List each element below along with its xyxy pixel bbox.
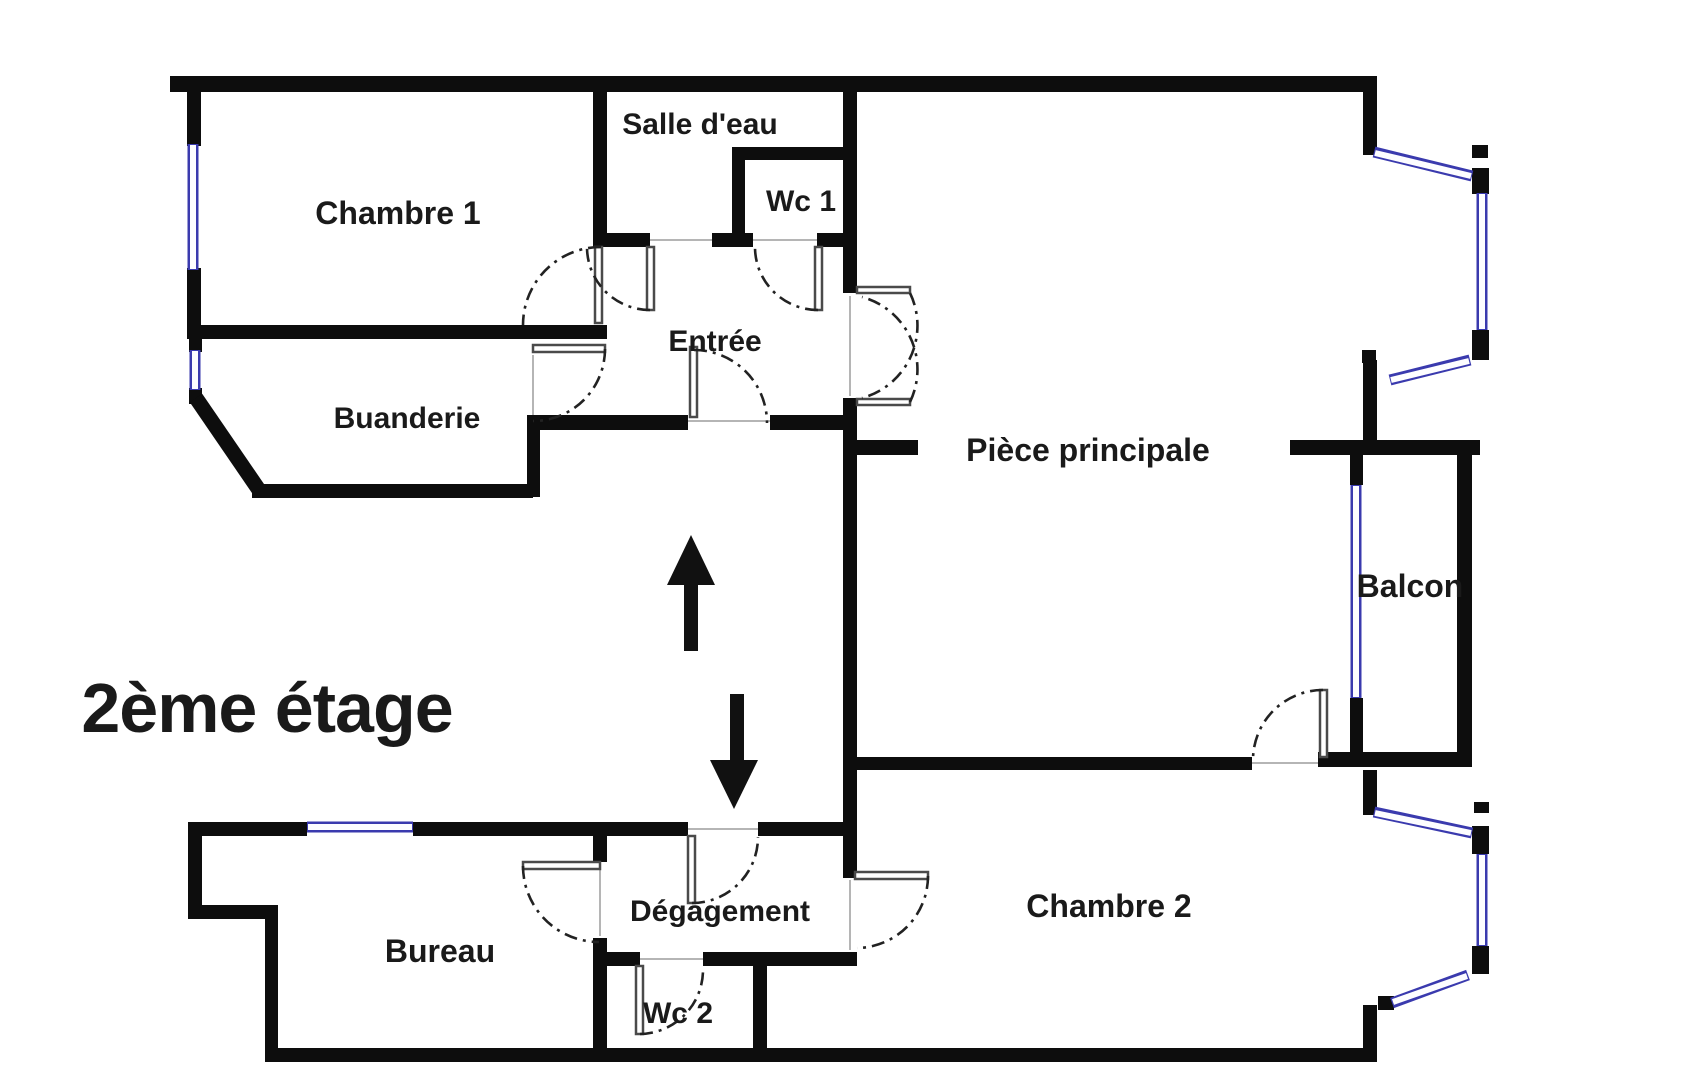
wall-entree-bottom-a xyxy=(528,415,688,430)
wall-left-mid xyxy=(187,268,201,338)
label-piece-principale: Pièce principale xyxy=(966,432,1210,468)
door-arc-piece-b xyxy=(861,295,919,403)
wall-bottom xyxy=(265,1048,1377,1062)
wall-piece-chambre2 xyxy=(843,757,1252,770)
wall-bureau-top-b xyxy=(413,822,688,836)
bay-post xyxy=(1472,946,1489,974)
stairs-down-arrow xyxy=(710,694,758,809)
window-core xyxy=(1390,358,1470,383)
wall-wc2-top-stub xyxy=(593,952,640,966)
wall-salledeau-bottom-a xyxy=(593,233,650,247)
door-leaf-wc1 xyxy=(813,245,824,312)
page-title: 2ème étage xyxy=(81,669,452,747)
windows-outer xyxy=(187,144,1488,1009)
wall-balcon-left-a xyxy=(1350,440,1363,485)
door-arc-entree xyxy=(693,348,769,424)
door-arc-wc1 xyxy=(753,246,819,312)
wall-wc1-left xyxy=(732,147,745,237)
label-chambre-2: Chambre 2 xyxy=(1026,888,1191,924)
label-wc-2: Wc 2 xyxy=(643,997,713,1030)
bay-post xyxy=(1472,330,1489,360)
label-chambre-1: Chambre 1 xyxy=(315,195,480,231)
wall-balcon-right xyxy=(1457,440,1472,767)
wall-bureau-left-lower xyxy=(265,905,278,1055)
door-leaf-chambre2 xyxy=(853,870,930,881)
wall-degagement-top xyxy=(758,822,857,836)
door-arc-chambre2 xyxy=(856,875,930,950)
door-leaf-salledeau xyxy=(645,245,656,312)
bay-post xyxy=(1472,826,1489,854)
door-leaf-piece-bottom xyxy=(855,397,912,407)
wall-wc2-right xyxy=(753,960,767,1060)
bay-post xyxy=(1474,802,1489,813)
wall-top xyxy=(170,76,1377,92)
wall-buanderie-slant xyxy=(189,393,266,495)
wall-bay-top-b xyxy=(1363,360,1377,455)
door-arc-bureau xyxy=(521,865,600,944)
label-buanderie: Buanderie xyxy=(334,402,481,435)
door-leaf-piece-top xyxy=(855,285,912,295)
wall-degagement-chambre2 xyxy=(843,762,857,878)
wall-left-upper xyxy=(187,76,201,146)
wall-central-upper xyxy=(843,92,857,293)
label-salle-deau: Salle d'eau xyxy=(622,108,778,141)
windows-core xyxy=(190,145,1485,1005)
wall-buanderie-bottom xyxy=(252,484,533,498)
room-labels: Chambre 1 Salle d'eau Wc 1 Buanderie Ent… xyxy=(81,108,1463,1030)
bay-post xyxy=(1362,350,1376,363)
wall-bureau-step xyxy=(188,905,278,919)
wall-bureau-right-a xyxy=(593,836,607,862)
wall-bureau-top-a xyxy=(188,822,307,836)
door-arc-piece-chambre2 xyxy=(1251,688,1324,761)
door-leaf-wc2 xyxy=(634,964,645,1036)
wall-bay-bottom-a xyxy=(1363,770,1377,815)
wall-buanderie-left-a xyxy=(189,338,202,352)
door-leaf-bureau xyxy=(521,860,602,871)
wall-balcon-left-b xyxy=(1350,698,1363,767)
wall-bay-bottom-b xyxy=(1363,1005,1377,1062)
door-arcs xyxy=(521,245,1324,1036)
window-core xyxy=(1392,973,1468,1005)
wall-bureau-left xyxy=(188,822,202,919)
door-arc-salledeau xyxy=(585,246,651,312)
wall-chambre1-right xyxy=(593,92,607,237)
wall-bay-top-a xyxy=(1363,92,1377,155)
door-arc-degagement xyxy=(691,836,760,905)
label-wc-1: Wc 1 xyxy=(766,185,836,218)
bay-post xyxy=(1378,996,1394,1010)
wall-central-lower xyxy=(843,398,857,835)
door-leaf-entree xyxy=(688,345,699,419)
walls xyxy=(170,76,1489,1062)
door-arc-piece-a xyxy=(861,292,919,400)
wall-buanderie-right xyxy=(527,415,540,497)
wall-entree-bottom-b xyxy=(770,415,857,430)
door-leaf-buanderie xyxy=(531,343,607,354)
bay-post xyxy=(1472,145,1488,158)
thresholds xyxy=(532,239,1318,960)
wall-degagement-south xyxy=(703,952,857,966)
door-arc-buanderie xyxy=(532,348,607,423)
stairs-arrows xyxy=(667,535,758,809)
stairs-up-arrow xyxy=(667,535,715,651)
wall-balcon-top xyxy=(1290,440,1480,455)
window-core xyxy=(1374,810,1472,836)
window-core xyxy=(1374,150,1472,179)
label-entree: Entrée xyxy=(668,325,761,358)
bay-post xyxy=(1472,168,1489,194)
label-degagement: Dégagement xyxy=(630,895,810,928)
wall-bureau-right-b xyxy=(593,938,607,1053)
door-arc-chambre1 xyxy=(521,245,602,326)
door-leaf-degagement xyxy=(686,834,697,905)
door-arc-wc2 xyxy=(639,968,705,1036)
wall-chambre1-bottom xyxy=(187,325,607,339)
wall-balcon-bottom xyxy=(1318,752,1472,767)
label-bureau: Bureau xyxy=(385,933,495,969)
door-leaf-piece-chambre2 xyxy=(1318,688,1329,759)
wall-wc1-top xyxy=(732,147,845,160)
label-balcon: Balcon xyxy=(1357,568,1464,604)
wall-stub-piece-principale xyxy=(843,440,918,455)
